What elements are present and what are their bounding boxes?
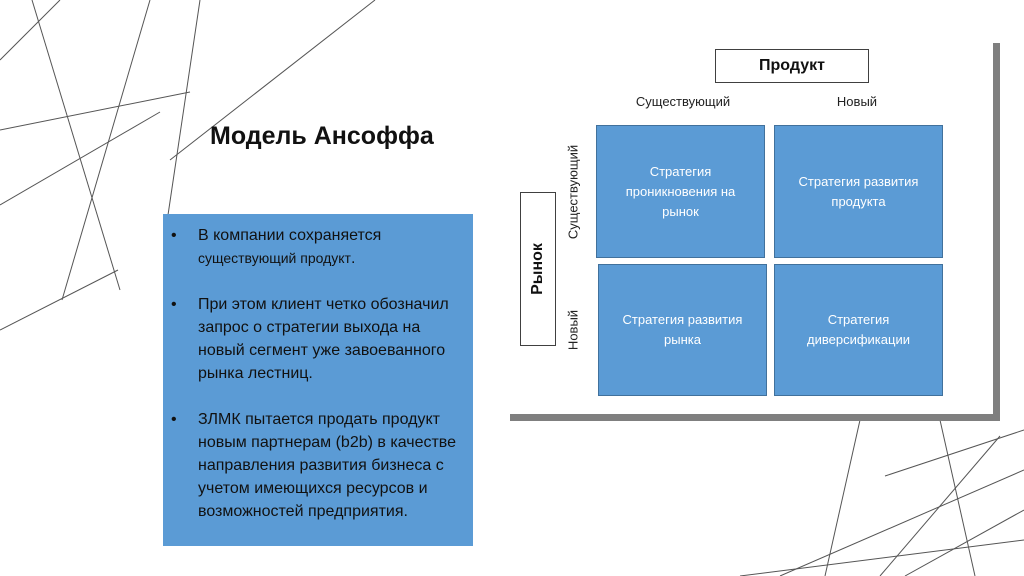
bullet-item: При этом клиент четко обозначил запрос о…: [171, 293, 463, 385]
cell-label: Стратегия развития рынка: [622, 312, 743, 347]
column-label-new: Новый: [836, 94, 878, 109]
bullet-item: В компании сохраняется существующий прод…: [171, 224, 463, 270]
bullet-text-small: существующий продукт: [198, 250, 351, 266]
bullet-box: В компании сохраняется существующий прод…: [163, 214, 473, 546]
market-header-box: [520, 192, 556, 346]
cell-label: Стратегия развития продукта: [798, 173, 919, 209]
bullet-list: В компании сохраняется существующий прод…: [171, 224, 463, 523]
product-header-box: Продукт: [715, 49, 869, 83]
matrix-cell-penetration: Стратегия проникновения на рынок: [596, 125, 765, 258]
bullet-text: При этом клиент четко обозначил запрос о…: [198, 296, 449, 382]
matrix-cell-diversification: Стратегия диверсификации: [774, 264, 943, 396]
bullet-text: ЗЛМК пытается продать продукт новым парт…: [198, 411, 457, 520]
bullet-item: ЗЛМК пытается продать продукт новым парт…: [171, 408, 463, 523]
cell-label: Стратегия диверсификации: [807, 312, 910, 347]
slide-title: Модель Ансоффа: [210, 122, 434, 150]
column-label-existing: Существующий: [635, 94, 731, 109]
cell-label: Стратегия проникновения на рынок: [625, 163, 736, 219]
matrix-cell-market-development: Стратегия развития рынка: [598, 264, 767, 396]
bullet-text-end: .: [350, 250, 356, 267]
row-label-new: Новый: [565, 309, 581, 351]
matrix-cell-product-development: Стратегия развития продукта: [774, 125, 943, 258]
market-header: Рынок: [529, 243, 546, 295]
product-header: Продукт: [759, 57, 825, 74]
bullet-text: В компании сохраняется: [198, 227, 382, 244]
row-label-existing: Существующий: [565, 144, 581, 240]
